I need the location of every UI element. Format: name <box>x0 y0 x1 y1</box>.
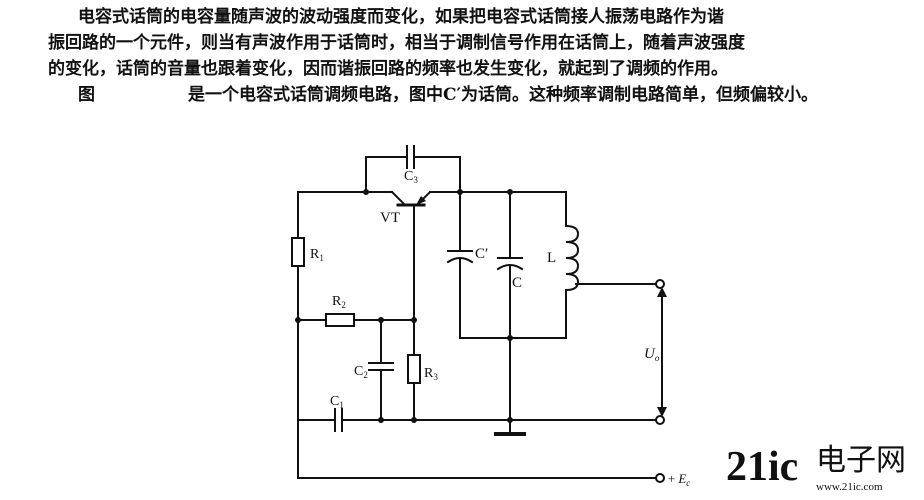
capacitor-c3 <box>365 145 461 193</box>
arrow-down-icon <box>657 407 667 417</box>
capacitor-c2 <box>368 319 394 421</box>
watermark-url: www.21ic.com <box>816 481 883 493</box>
article-text: 电容式话筒的电容量随声波的波动强度而变化，如果把电容式话筒接人振荡电路作为谐 振… <box>48 4 920 108</box>
terminal-supply <box>655 473 665 483</box>
capacitor-microphone <box>446 191 511 339</box>
emitter-arrow <box>416 196 426 205</box>
terminal-output-bottom <box>655 415 665 425</box>
site-watermark: 21ic 电子网 www.21ic.com <box>726 444 906 493</box>
paragraph-line-1: 电容式话筒的电容量随声波的波动强度而变化，如果把电容式话筒接人振荡电路作为谐 <box>78 7 724 27</box>
figure-label: 图 <box>78 85 95 105</box>
label-vt: VT <box>380 210 400 226</box>
junction-dot <box>507 417 513 423</box>
watermark-text: 电子网 <box>816 444 906 477</box>
label-l: L <box>547 250 556 266</box>
inductor-l <box>509 191 657 339</box>
junction-dot <box>457 189 463 195</box>
label-r1: R1 <box>310 247 324 263</box>
label-c-microphone: C′ <box>475 246 488 262</box>
figure-caption: 是一个电容式话筒调频电路，图中C′为话筒。这种频率调制电路简单，但频偏较小。 <box>188 85 819 105</box>
junction-dot <box>295 317 301 323</box>
junction-dot <box>507 189 513 195</box>
junction-dot <box>411 417 417 423</box>
resistor-r1 <box>291 237 305 267</box>
capacitor-c-tank <box>496 191 524 433</box>
label-ec: +Ec <box>668 471 690 488</box>
figure-caption-line: 图 是一个电容式话筒调频电路，图中C′为话筒。这种频率调制电路简单，但频偏较小。 <box>48 82 920 108</box>
label-c-tank: C <box>512 275 522 291</box>
label-r3: R3 <box>424 366 438 382</box>
label-r2: R2 <box>332 294 346 310</box>
label-c1: C1 <box>330 394 344 410</box>
paragraph-line-3: 的变化，话筒的音量也跟着变化，因而谐振回路的频率也发生变化，就起到了调频的作用。 <box>48 59 728 79</box>
arrow-up-icon <box>657 287 667 297</box>
junction-dot <box>363 189 369 195</box>
resistor-r3 <box>407 354 421 384</box>
terminal-output-top <box>655 279 665 289</box>
capacitor-c1 <box>297 408 657 432</box>
junction-dot <box>507 335 513 341</box>
label-c2: C2 <box>354 364 368 380</box>
label-uo: Uo <box>644 346 660 363</box>
junction-dot <box>378 317 384 323</box>
paragraph-line-2: 振回路的一个元件，则当有声波作用于话筒时，相当于调制信号作用在话筒上，随着声波强… <box>48 33 745 53</box>
junction-dot <box>378 417 384 423</box>
watermark-number: 21ic <box>726 444 798 490</box>
junction-dot <box>411 317 417 323</box>
resistor-r2 <box>325 313 355 327</box>
label-c3: C3 <box>404 169 418 185</box>
transistor-vt <box>390 190 432 421</box>
